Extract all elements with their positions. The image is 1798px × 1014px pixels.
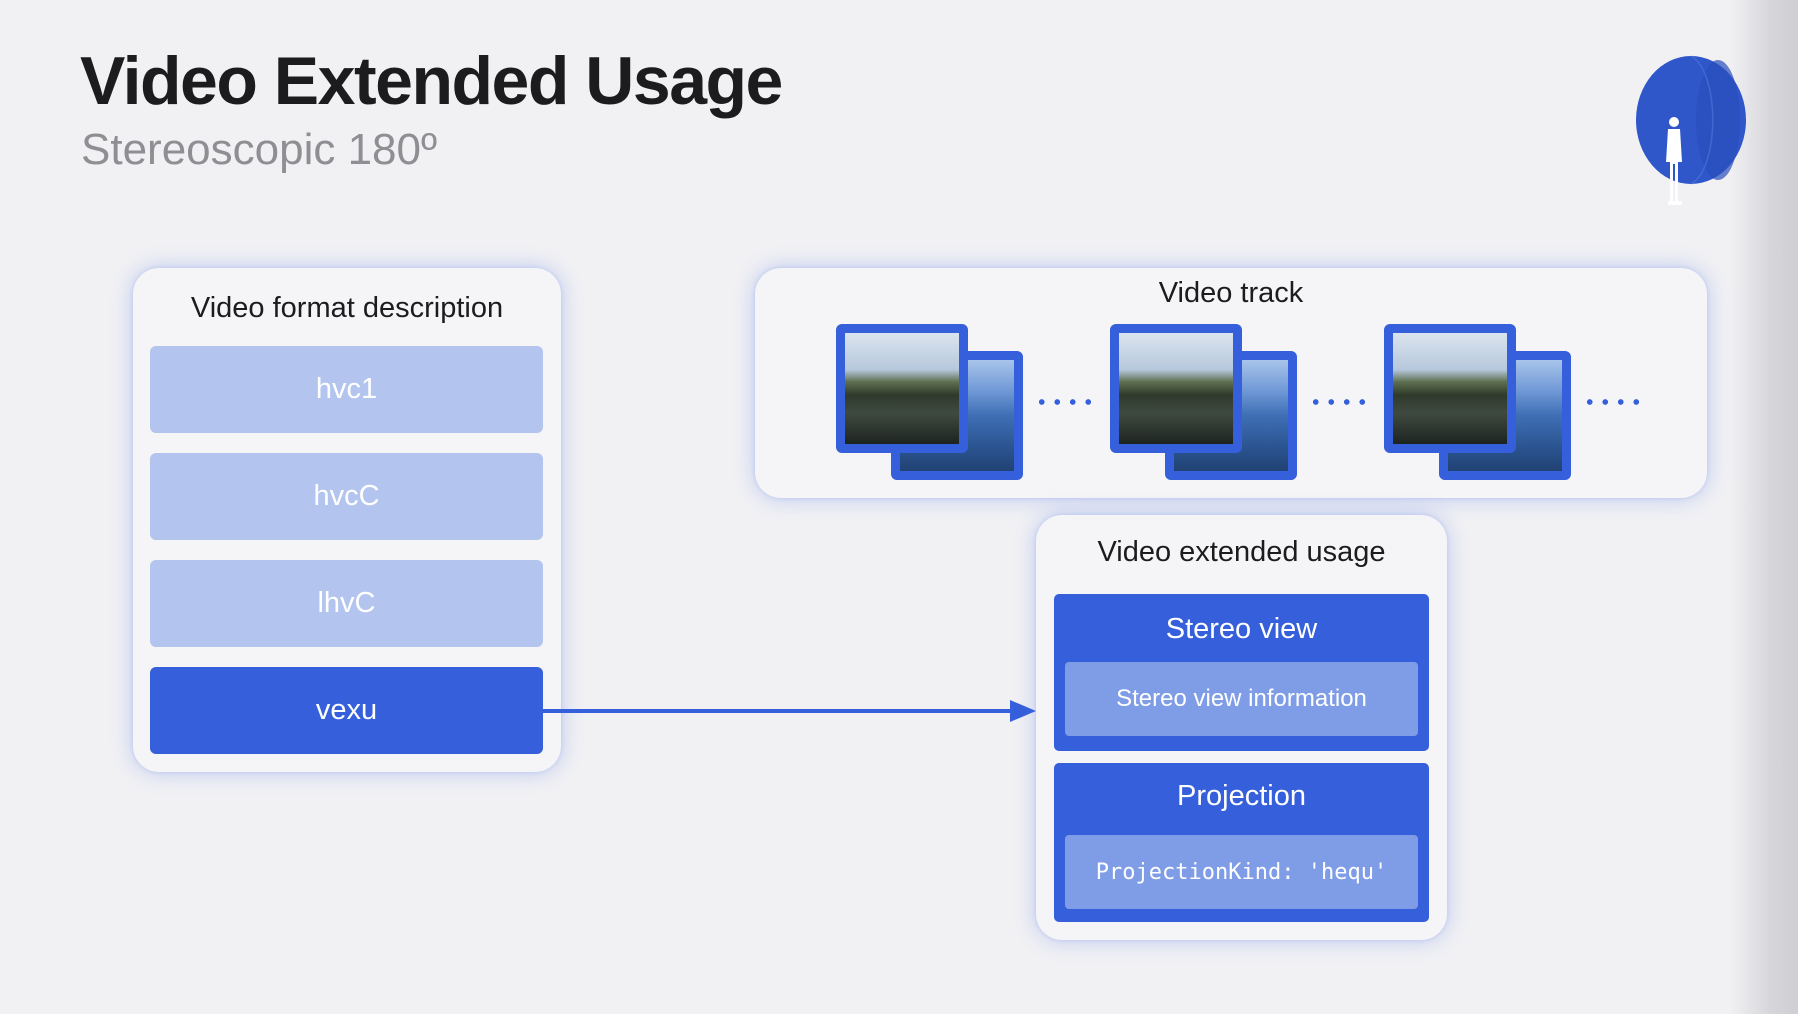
projection-label: Projection bbox=[1177, 780, 1306, 812]
frame-ellipsis bbox=[1034, 396, 1096, 408]
frame-ellipsis bbox=[1308, 396, 1370, 408]
slide-title: Video Extended Usage bbox=[80, 43, 783, 119]
video-extended-usage-title: Video extended usage bbox=[1097, 536, 1386, 568]
stereo-frame-pair bbox=[1384, 324, 1571, 481]
format-box-lhvc: lhvC bbox=[150, 560, 543, 647]
slide-subtitle: Stereoscopic 180º bbox=[81, 125, 438, 174]
video-format-description-title: Video format description bbox=[190, 292, 504, 324]
format-box-hvcc: hvcC bbox=[150, 453, 543, 540]
stereo-frame-pair bbox=[836, 324, 1023, 481]
stereo-frame-pair bbox=[1110, 324, 1297, 481]
video-track-title: Video track bbox=[1158, 277, 1304, 309]
slide-edge-shadow bbox=[1730, 0, 1798, 1014]
stereo-view-information: Stereo view information bbox=[1065, 662, 1418, 736]
left-eye-frame bbox=[1110, 324, 1242, 453]
left-eye-frame bbox=[836, 324, 968, 453]
video-track-card: Video track bbox=[755, 268, 1707, 498]
video-extended-usage-card: Video extended usage Stereo view Stereo … bbox=[1036, 515, 1447, 940]
arrow-right-icon bbox=[542, 700, 1036, 722]
video-format-description-card: Video format description hvc1 hvcC lhvC … bbox=[133, 268, 561, 772]
stereo-dome-viewer-icon bbox=[1636, 55, 1746, 205]
frame-ellipsis bbox=[1582, 396, 1644, 408]
stereo-view-block: Stereo view Stereo view information bbox=[1054, 594, 1429, 751]
projection-kind-value: ProjectionKind: 'hequ' bbox=[1065, 835, 1418, 909]
left-eye-frame bbox=[1384, 324, 1516, 453]
stereo-view-label: Stereo view bbox=[1165, 613, 1318, 645]
projection-block: Projection ProjectionKind: 'hequ' bbox=[1054, 763, 1429, 922]
format-box-hvc1: hvc1 bbox=[150, 346, 543, 433]
format-box-vexu: vexu bbox=[150, 667, 543, 754]
